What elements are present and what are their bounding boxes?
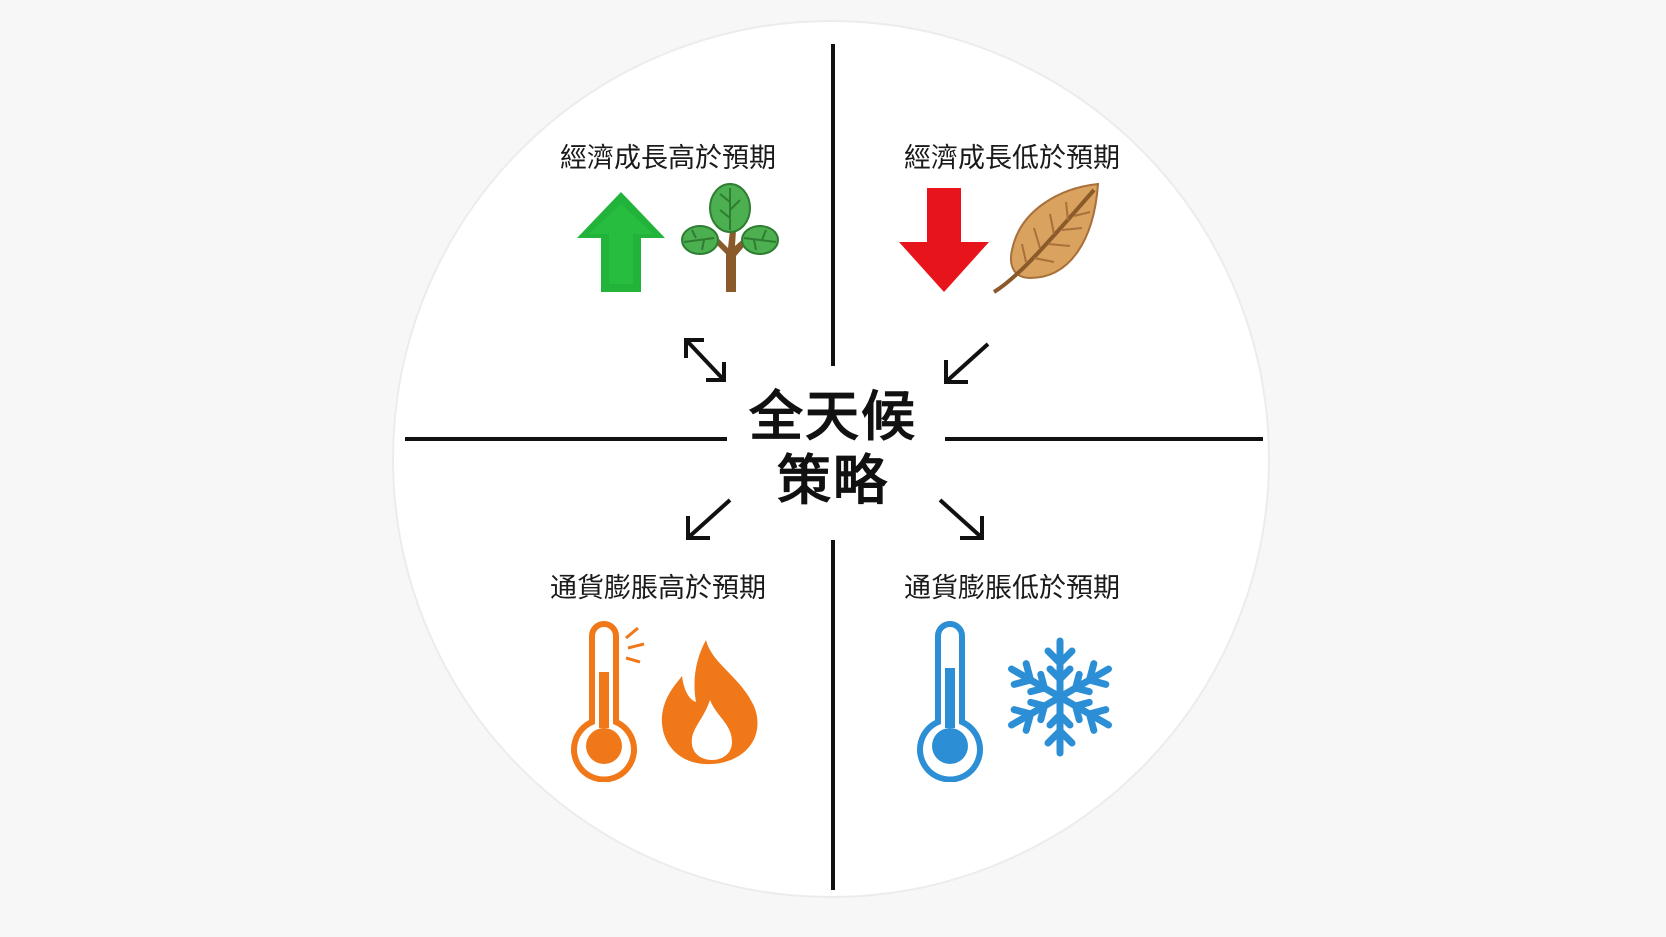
arrow-down-right-icon xyxy=(938,498,984,540)
thermometer-hot-icon xyxy=(571,621,645,782)
quadrant-label-growth-low: 經濟成長低於預期 xyxy=(904,143,1120,174)
horizontal-axis-left xyxy=(405,437,727,441)
quadrant-label-growth-high: 經濟成長高於預期 xyxy=(560,143,776,174)
quadrant-label-inflation-high: 通貨膨脹高於預期 xyxy=(550,573,766,604)
vertical-axis-bottom xyxy=(831,540,835,890)
tree-icon xyxy=(681,183,779,292)
vertical-axis-top xyxy=(831,44,835,366)
fire-icon xyxy=(661,640,758,765)
leaf-icon xyxy=(992,182,1100,294)
horizontal-axis-right xyxy=(945,437,1263,441)
arrow-down-icon xyxy=(899,188,989,292)
center-title-line1: 全天候 xyxy=(749,385,917,448)
center-title-line2: 策略 xyxy=(777,449,889,512)
diagonal-double-arrow-icon xyxy=(684,338,726,382)
snowflake-icon xyxy=(1008,637,1112,757)
arrow-up-icon xyxy=(577,192,665,292)
quadrant-label-inflation-low: 通貨膨脹低於預期 xyxy=(904,573,1120,604)
center-title: 全天候 策略 xyxy=(728,385,938,513)
arrow-down-left-icon xyxy=(686,498,732,540)
arrow-to-center-icon xyxy=(944,342,990,384)
thermometer-cold-icon xyxy=(917,621,983,782)
